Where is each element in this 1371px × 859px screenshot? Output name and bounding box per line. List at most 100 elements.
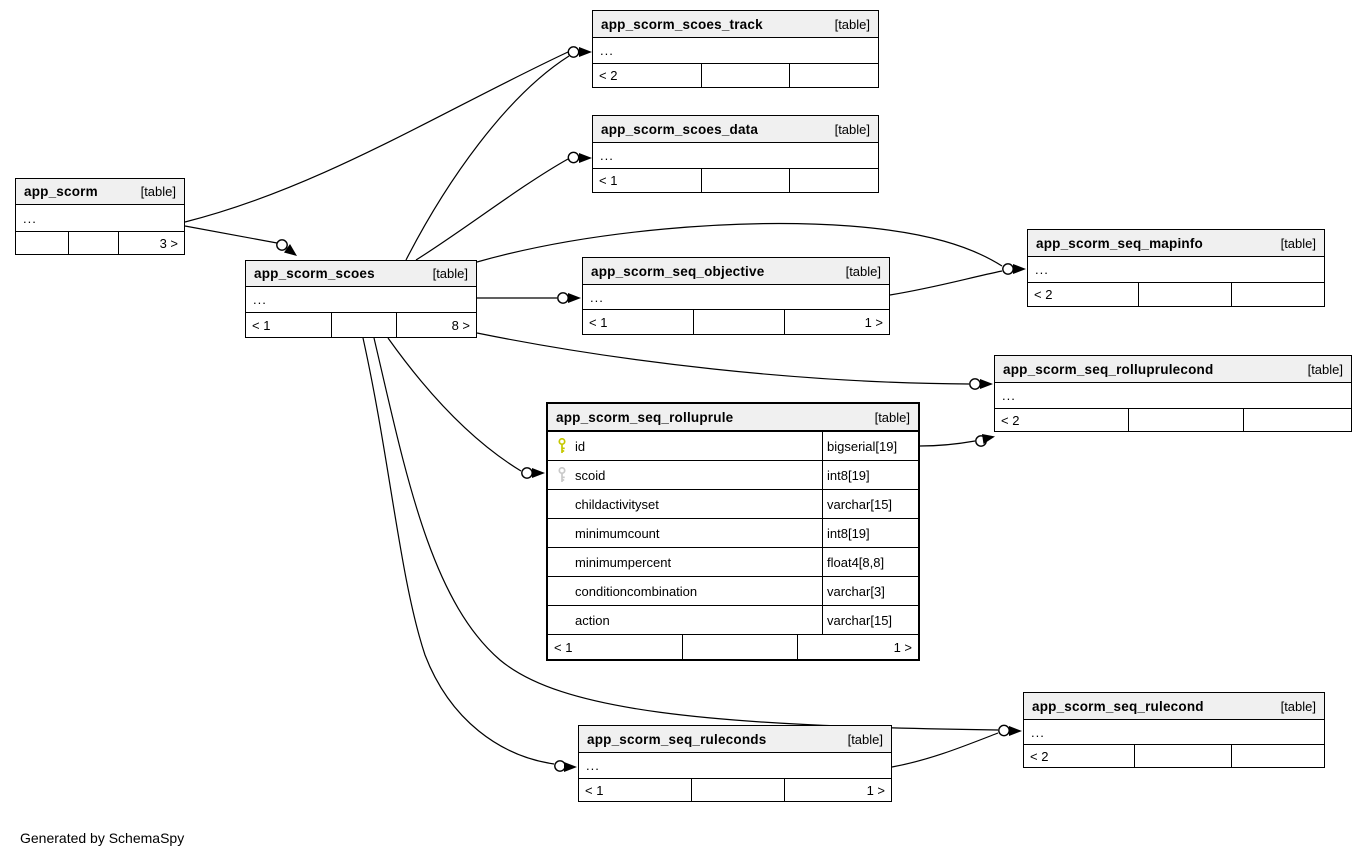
column-name: scoid (575, 467, 606, 483)
column-name: minimumpercent (575, 554, 672, 570)
column-type: int8[19] (822, 519, 918, 547)
table-tag: [table] (874, 409, 910, 425)
edge-app-scorm-to-scoes-track (184, 51, 569, 223)
table-node-app-scorm-scoes[interactable]: app_scorm_scoes [table] ... < 1 8 > (245, 260, 477, 338)
table-footer: < 1 8 > (246, 313, 476, 337)
table-title[interactable]: app_scorm_seq_rolluprule (556, 409, 734, 425)
table-tag: [table] (834, 16, 870, 32)
column-row-minimumpercent: minimumpercent float4[8,8] (548, 548, 918, 577)
table-node-app-scorm-seq-rolluprule[interactable]: app_scorm_seq_rolluprule [table] id bigs… (546, 402, 920, 661)
footer-mid (693, 310, 784, 334)
table-node-app-scorm[interactable]: app_scorm [table] ... 3 > (15, 178, 185, 255)
table-footer: < 1 1 > (548, 635, 918, 659)
footer-left: < 1 (585, 782, 604, 798)
columns-ellipsis: ... (593, 143, 878, 169)
footer-left: < 1 (599, 173, 618, 188)
edge-ruleconds-to-rulecond (891, 732, 999, 768)
footer-left: < 1 (252, 317, 271, 333)
footer-mid (701, 64, 789, 87)
table-footer: < 1 1 > (579, 779, 891, 801)
column-row-id: id bigserial[19] (548, 432, 918, 461)
table-footer: < 2 (1024, 745, 1324, 767)
edge-app-scorm-to-scoes (184, 225, 278, 244)
table-title[interactable]: app_scorm_scoes_track (601, 16, 763, 32)
table-title[interactable]: app_scorm_seq_objective (591, 263, 765, 279)
table-footer: < 2 (995, 409, 1351, 431)
table-tag: [table] (845, 263, 881, 279)
table-tag: [table] (834, 121, 870, 137)
table-tag: [table] (1280, 235, 1316, 251)
table-tag: [table] (432, 266, 468, 281)
table-node-app-scorm-seq-ruleconds[interactable]: app_scorm_seq_ruleconds [table] ... < 1 … (578, 725, 892, 802)
edge-scoes-to-rolluprulecond (476, 332, 970, 385)
column-row-conditioncombination: conditioncombination varchar[3] (548, 577, 918, 606)
edge-scoes-to-scoes-data (415, 158, 569, 261)
edge-scoes-to-ruleconds (362, 337, 555, 765)
footer-right: 1 > (784, 310, 889, 334)
column-type: int8[19] (822, 461, 918, 489)
footer-mid (1134, 745, 1231, 767)
columns-ellipsis: ... (246, 287, 476, 313)
edge-objective-to-mapinfo (889, 270, 1003, 296)
footer-left: < 2 (599, 68, 618, 83)
footer-mid (682, 635, 797, 659)
table-title[interactable]: app_scorm_seq_ruleconds (587, 731, 767, 747)
edge-scoes-to-rolluprule (387, 337, 522, 472)
columns-ellipsis: ... (583, 285, 889, 310)
table-node-app-scorm-seq-rolluprulecond[interactable]: app_scorm_seq_rolluprulecond [table] ...… (994, 355, 1352, 432)
table-node-app-scorm-scoes-data[interactable]: app_scorm_scoes_data [table] ... < 1 (592, 115, 879, 193)
footer-left: < 2 (1001, 412, 1020, 428)
footer-right (789, 169, 878, 192)
footer-right (1231, 745, 1324, 767)
table-title[interactable]: app_scorm_scoes (254, 266, 375, 281)
footer-right: 3 > (118, 232, 184, 254)
footer-right (1231, 283, 1324, 306)
table-node-app-scorm-seq-rulecond[interactable]: app_scorm_seq_rulecond [table] ... < 2 (1023, 692, 1325, 768)
table-tag: [table] (847, 731, 883, 747)
table-title[interactable]: app_scorm_scoes_data (601, 121, 759, 137)
footer-mid (691, 779, 784, 801)
table-node-app-scorm-scoes-track[interactable]: app_scorm_scoes_track [table] ... < 2 (592, 10, 879, 88)
table-title[interactable]: app_scorm_seq_rolluprulecond (1003, 361, 1214, 377)
table-title[interactable]: app_scorm_seq_rulecond (1032, 698, 1204, 714)
table-footer: < 1 1 > (583, 310, 889, 334)
table-tag: [table] (1280, 698, 1316, 714)
columns-ellipsis: ... (1028, 257, 1324, 283)
footer-mid (1128, 409, 1243, 431)
table-footer: 3 > (16, 232, 184, 254)
footer-right: 8 > (396, 313, 476, 337)
column-name: minimumcount (575, 525, 660, 541)
column-row-scoid: scoid int8[19] (548, 461, 918, 490)
columns-ellipsis: ... (995, 383, 1351, 409)
footer-right: 1 > (784, 779, 891, 801)
footer-left: < 1 (589, 314, 608, 330)
column-row-action: action varchar[15] (548, 606, 918, 635)
footer-left (16, 232, 68, 254)
footer-right (1243, 409, 1351, 431)
footer-mid (701, 169, 789, 192)
column-name: conditioncombination (575, 583, 698, 599)
edge-scoes-to-scoes-track (405, 55, 570, 261)
table-footer: < 1 (593, 169, 878, 192)
columns-ellipsis: ... (16, 205, 184, 232)
footer-mid (68, 232, 118, 254)
table-tag: [table] (140, 184, 176, 199)
generated-by-credit: Generated by SchemaSpy (20, 830, 185, 846)
table-node-app-scorm-seq-mapinfo[interactable]: app_scorm_seq_mapinfo [table] ... < 2 (1027, 229, 1325, 307)
columns-ellipsis: ... (1024, 720, 1324, 745)
columns-ellipsis: ... (593, 38, 878, 64)
column-name: childactivityset (575, 496, 659, 512)
table-node-app-scorm-seq-objective[interactable]: app_scorm_seq_objective [table] ... < 1 … (582, 257, 890, 335)
footer-right (789, 64, 878, 87)
footer-mid (1138, 283, 1231, 306)
table-tag: [table] (1307, 361, 1343, 377)
footer-right: 1 > (797, 635, 918, 659)
table-title[interactable]: app_scorm_seq_mapinfo (1036, 235, 1204, 251)
edge-rolluprule-to-rolluprulecond (919, 440, 976, 447)
columns-ellipsis: ... (579, 753, 891, 779)
footer-mid (331, 313, 396, 337)
footer-left: < 1 (554, 639, 573, 655)
table-title[interactable]: app_scorm (24, 184, 98, 199)
footer-left: < 2 (1034, 287, 1053, 302)
